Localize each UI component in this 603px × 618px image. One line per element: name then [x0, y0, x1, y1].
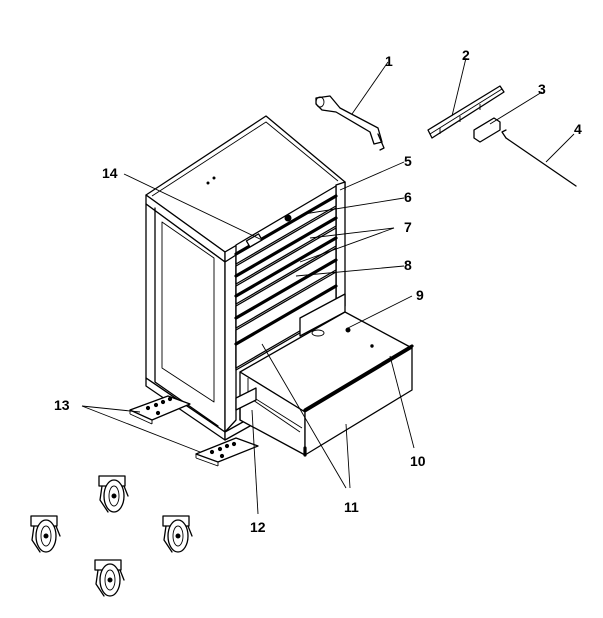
callout-4: 4	[574, 121, 582, 137]
leader-lines	[81, 57, 575, 515]
callout-6: 6	[404, 189, 412, 205]
part-1-bracket	[315, 95, 385, 151]
callout-3: 3	[538, 81, 546, 97]
callout-12: 12	[250, 519, 266, 535]
callout-7: 7	[404, 219, 412, 235]
caster-2	[30, 515, 61, 553]
caster-1	[98, 475, 129, 513]
caster-4	[94, 559, 125, 597]
callout-5: 5	[404, 153, 412, 169]
callout-14: 14	[102, 165, 118, 181]
callout-1: 1	[385, 53, 393, 69]
part-4-rod	[501, 129, 577, 187]
part-2-drawer-slide	[427, 85, 505, 139]
cabinet-drawers	[234, 185, 338, 369]
callout-9: 9	[416, 287, 424, 303]
callout-13: 13	[54, 397, 70, 413]
caster-3	[162, 515, 193, 553]
callout-2: 2	[462, 47, 470, 63]
part-13-caster-plates	[129, 395, 259, 467]
callout-11: 11	[344, 499, 359, 515]
callout-10: 10	[410, 453, 426, 469]
part-3-small-bracket	[473, 117, 501, 143]
callout-8: 8	[404, 257, 412, 273]
open-drawer	[235, 293, 414, 457]
